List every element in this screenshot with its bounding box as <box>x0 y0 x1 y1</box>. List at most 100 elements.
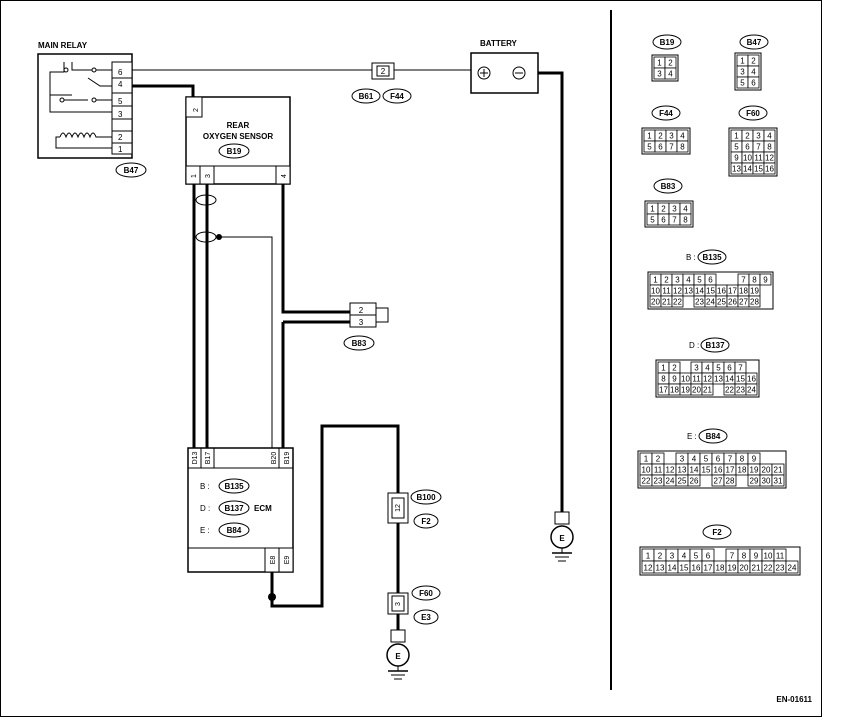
ecm-row-d-conn: B137 <box>224 504 244 513</box>
legend-b84-pin: 1 <box>644 455 649 464</box>
legend-b84-pin: 25 <box>678 477 687 486</box>
legend-b135-pin: 19 <box>750 287 759 296</box>
legend-f44-pin: 2 <box>658 132 663 141</box>
connector-b61: 2 B61 F44 <box>351 62 412 104</box>
o2-title-line1: REAR <box>227 121 250 130</box>
legend-f2-pin: 5 <box>694 552 699 561</box>
legend-b135-label-oval <box>697 249 727 265</box>
legend-b47-pin: 5 <box>740 79 745 88</box>
legend-b83-pin: 1 <box>650 205 655 214</box>
legend-b135-pin: 12 <box>673 287 682 296</box>
legend-b83-pin: 6 <box>661 216 666 225</box>
ecm-row-e-conn: B84 <box>227 526 242 535</box>
legend-f44-pin: 7 <box>669 143 674 152</box>
ecm-row-d-prefix: D : <box>200 504 210 513</box>
legend-b137-pin: 6 <box>727 364 732 373</box>
connector-e3-label: E3 <box>421 613 431 622</box>
main-relay: MAIN RELAY 6 4 5 3 2 1 B47 <box>37 41 147 178</box>
legend-f2-pin: 24 <box>788 564 797 573</box>
legend-f2-pin: 10 <box>764 552 773 561</box>
legend-f2-pin: 18 <box>716 564 725 573</box>
legend-f2-pin: 14 <box>668 564 677 573</box>
ground-left-label: E <box>395 652 401 661</box>
legend-b47-pin: 6 <box>751 79 756 88</box>
legend-b84-label-prefix: E : <box>687 432 697 441</box>
legend-b135-pin: 11 <box>662 287 671 296</box>
legend-b47-pin: 3 <box>740 68 745 77</box>
ground-right: E <box>550 511 574 562</box>
ecm-pin-b20: B20 <box>271 452 278 465</box>
connector-f2-label: F2 <box>421 517 431 526</box>
legend-b137-label-oval <box>700 337 730 353</box>
legend-b84-pin: 26 <box>690 477 699 486</box>
legend-b137-pin: 19 <box>681 386 690 395</box>
b83-pin-3: 3 <box>359 318 364 327</box>
legend-f2-pin: 21 <box>752 564 761 573</box>
legend-f2-pin: 19 <box>728 564 737 573</box>
legend-b135-pin: 20 <box>651 298 660 307</box>
legend-b135-pin: 3 <box>675 276 680 285</box>
legend-b84-pin: 4 <box>692 455 697 464</box>
legend-b135-pin: 21 <box>662 298 671 307</box>
legend-f2-pin: 22 <box>764 564 773 573</box>
connector-f44-label: F44 <box>390 92 404 101</box>
b100-pin: 12 <box>395 504 402 512</box>
legend-f2-pin: 17 <box>704 564 713 573</box>
legend-b135-pin: 1 <box>653 276 658 285</box>
legend-f2-pin: 7 <box>730 552 735 561</box>
battery: BATTERY <box>470 39 539 94</box>
legend-b84-pin: 28 <box>726 477 735 486</box>
legend-f2-pin: 11 <box>776 552 785 561</box>
legend-f60-pin: 6 <box>745 143 750 152</box>
legend-f60-pin: 11 <box>754 154 763 163</box>
legend-b84-pin: 18 <box>738 466 747 475</box>
legend-b47-pin: 2 <box>751 57 756 66</box>
legend-b84-pin: 9 <box>752 455 757 464</box>
legend-f60-pin: 4 <box>767 132 772 141</box>
legend-f2-pin: 1 <box>646 552 651 561</box>
legend-b83-pin: 7 <box>672 216 677 225</box>
legend-b137-pin: 5 <box>716 364 721 373</box>
legend-f60-label-oval <box>738 105 768 121</box>
ground-right-label: E <box>559 534 565 543</box>
legend-f60-pin: 9 <box>734 154 739 163</box>
o2-pin-2: 2 <box>193 108 200 112</box>
legend-b84-pin: 20 <box>762 466 771 475</box>
legend-b19-pin: 3 <box>657 70 662 79</box>
connector-b100: 12 B100 F2 <box>387 489 442 529</box>
legend-b135-pin: 16 <box>717 287 726 296</box>
legend-b135-pin: 27 <box>739 298 748 307</box>
legend-f2-pin: 6 <box>706 552 711 561</box>
legend-b84-pin: 7 <box>728 455 733 464</box>
legend-b83-label: B83 <box>661 182 676 191</box>
legend-f44-pin: 6 <box>658 143 663 152</box>
figure-code: EN-01611 <box>776 695 812 704</box>
legend-b135-pin: 28 <box>750 298 759 307</box>
legend-f2-pin: 9 <box>754 552 759 561</box>
ecm-row-b-conn: B135 <box>224 482 244 491</box>
ecm-pin-d13: D13 <box>192 451 199 464</box>
ecm-pin-b19: B19 <box>284 452 291 465</box>
legend-b137-pin: 12 <box>703 375 712 384</box>
legend-f44-label-oval <box>651 105 681 121</box>
legend-b137-label-prefix: D : <box>689 341 699 350</box>
connector-b100-label: B100 <box>416 493 436 502</box>
o2-pin-3: 3 <box>205 174 212 178</box>
legend-b135-pin: 4 <box>686 276 691 285</box>
shield-junction <box>216 234 222 240</box>
legend-b84-pin: 29 <box>750 477 759 486</box>
legend-f44-pin: 4 <box>680 132 685 141</box>
legend-f44-pin: 5 <box>647 143 652 152</box>
legend-f60-pin: 8 <box>767 143 772 152</box>
legend-b135-pin: 9 <box>763 276 768 285</box>
legend-f2-pin: 2 <box>658 552 663 561</box>
relay-pin-2: 2 <box>118 133 123 142</box>
legend-b137-pin: 23 <box>736 386 745 395</box>
legend-b19-pin: 1 <box>657 59 662 68</box>
legend-b137-pin: 17 <box>659 386 668 395</box>
legend-b84-pin: 17 <box>726 466 735 475</box>
